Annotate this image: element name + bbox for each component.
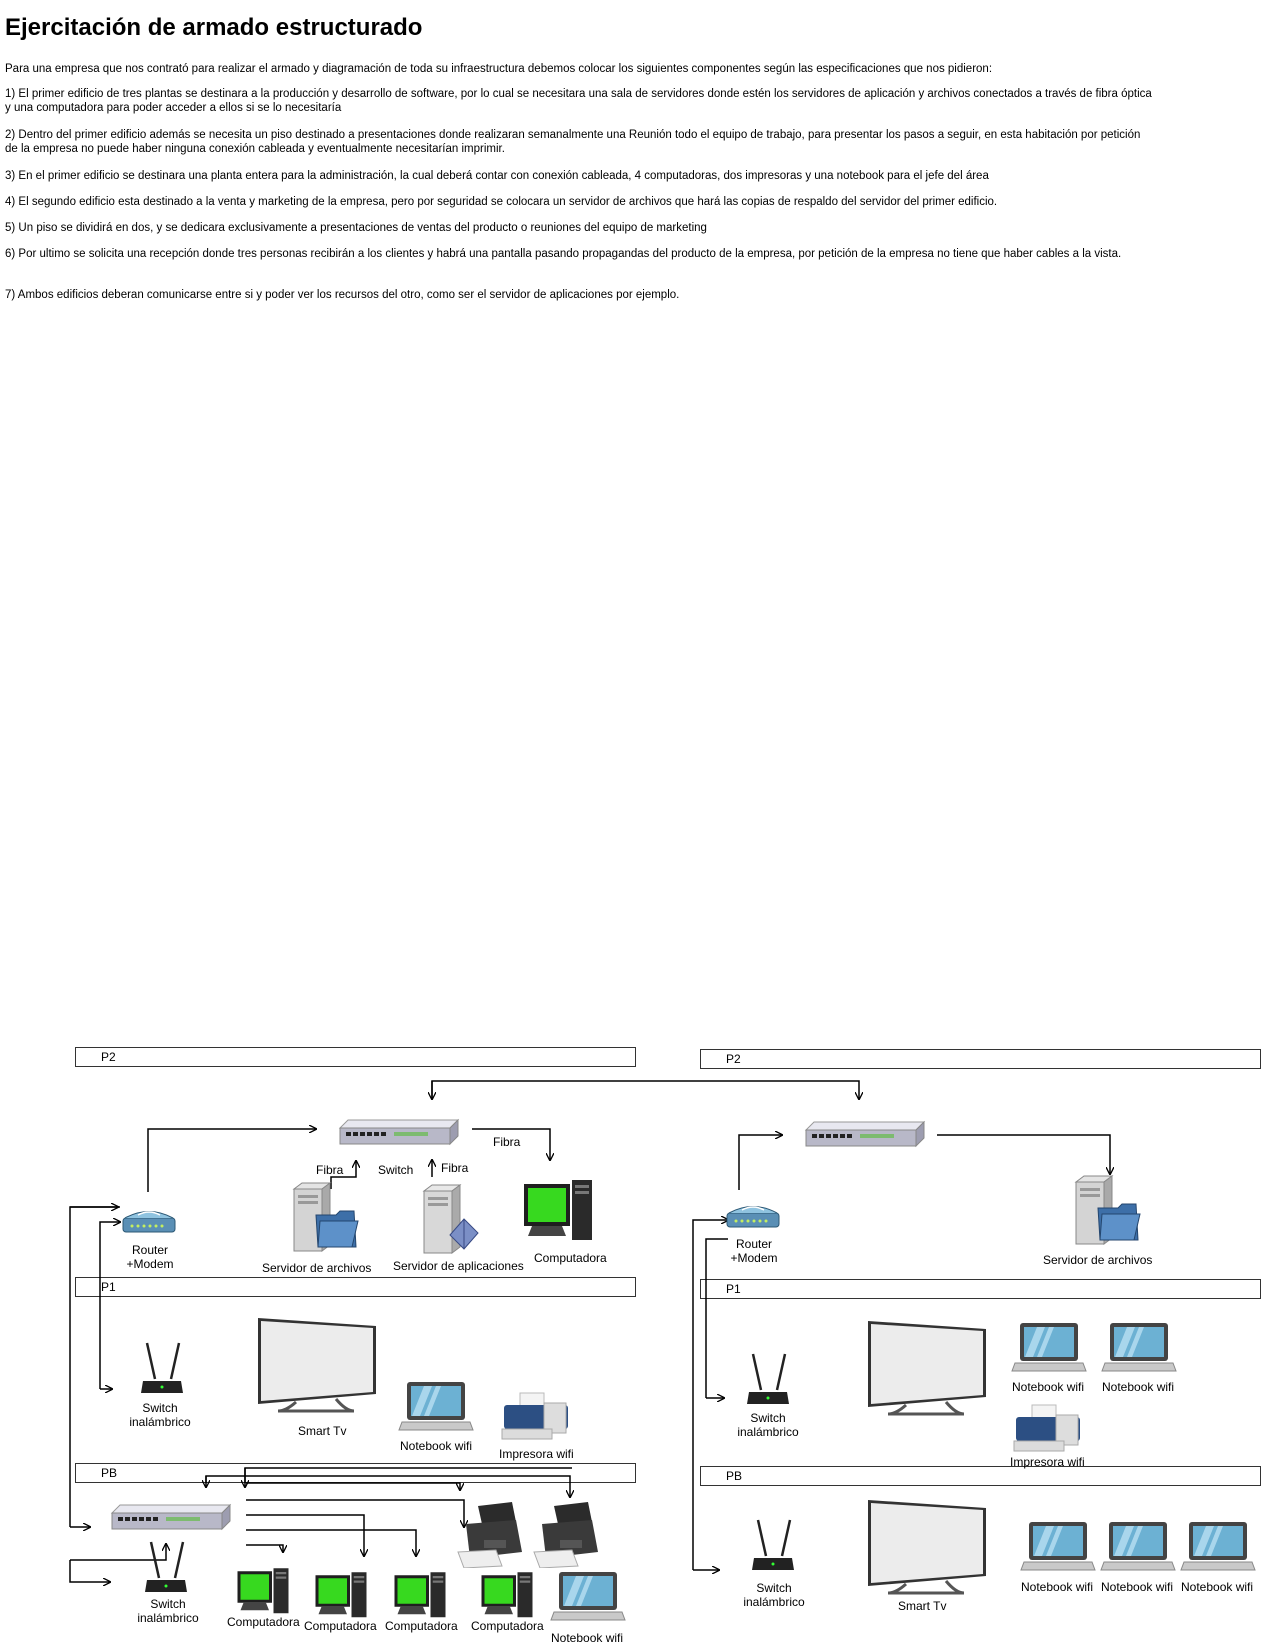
switch-icon <box>804 1120 926 1148</box>
requirement-5: 5) Un piso se dividirá en dos, y se dedi… <box>5 222 707 234</box>
switch-icon <box>110 1503 232 1531</box>
smart-tv-icon <box>868 1500 986 1595</box>
wireless-switch-icon <box>145 1541 187 1592</box>
smart-tv-icon <box>258 1318 376 1413</box>
smart-tv-label: Smart Tv <box>898 1599 947 1613</box>
file-server-icon <box>1074 1175 1141 1245</box>
notebook-label: Notebook wifi <box>1181 1580 1254 1594</box>
computer-label: Computadora <box>304 1619 377 1633</box>
requirement-3: 3) En el primer edificio se destinara un… <box>5 170 989 182</box>
app-server-label: Servidor de aplicaciones <box>393 1259 524 1273</box>
switch-icon <box>338 1118 460 1146</box>
fibra-label: Fibra <box>493 1135 521 1149</box>
printer-icon <box>1013 1404 1080 1452</box>
printer-icon <box>501 1392 568 1440</box>
notebook-label: Notebook wifi <box>1101 1580 1174 1594</box>
building1-floor-p1: P1 <box>75 1277 636 1297</box>
notebook-icon <box>550 1572 626 1621</box>
smart-tv-label: Smart Tv <box>298 1424 347 1438</box>
notebook-icon <box>1180 1522 1256 1571</box>
fibra-label: Fibra <box>441 1161 469 1175</box>
app-server-icon <box>422 1184 479 1254</box>
requirement-4: 4) El segundo edificio esta destinado a … <box>5 196 998 208</box>
computer-label: Computadora <box>471 1619 544 1633</box>
notebook-icon <box>1011 1323 1087 1372</box>
wireless-switch-label: Switch inalámbrico <box>743 1581 805 1609</box>
computer-label: Computadora <box>385 1619 458 1633</box>
notebook-label: Notebook wifi <box>1102 1380 1175 1394</box>
computer-icon <box>237 1568 289 1614</box>
computer-icon <box>394 1572 446 1618</box>
router-label: Router +Modem <box>730 1237 778 1265</box>
wireless-switch-icon <box>747 1353 789 1404</box>
notebook-icon <box>1101 1323 1177 1372</box>
notebook-icon <box>398 1382 474 1431</box>
notebook-label: Notebook wifi <box>551 1631 624 1645</box>
fibra-label: Fibra <box>316 1163 344 1177</box>
computer-icon <box>524 1180 592 1240</box>
building1-floor-p2: P2 <box>75 1047 636 1067</box>
printer-label: Impresora wifi <box>499 1447 574 1461</box>
requirement-6: 6) Por ultimo se solicita una recepción … <box>5 248 1122 260</box>
smart-tv-icon <box>868 1321 986 1416</box>
router-icon <box>726 1206 780 1228</box>
computer-icon <box>481 1572 533 1618</box>
computer-label: Computadora <box>227 1615 300 1629</box>
printer-icon <box>533 1502 598 1568</box>
page-title: Ejercitación de armado estructurado <box>5 14 423 41</box>
switch-label: Switch <box>378 1163 414 1177</box>
notebook-label: Notebook wifi <box>400 1439 473 1453</box>
computer-icon <box>315 1572 367 1618</box>
intro-text: Para una empresa que nos contrató para r… <box>5 63 993 75</box>
printer-icon <box>457 1502 522 1568</box>
building2-floor-pb: PB <box>700 1466 1261 1486</box>
wireless-switch-icon <box>752 1519 794 1570</box>
notebook-icon <box>1100 1522 1176 1571</box>
wireless-switch-label: Switch inalámbrico <box>137 1597 199 1625</box>
router-label: Router +Modem <box>126 1243 174 1271</box>
building2-floor-p2: P2 <box>700 1049 1261 1069</box>
printer-label: Impresora wifi <box>1010 1455 1085 1469</box>
file-server-label: Servidor de archivos <box>1043 1253 1153 1267</box>
router-icon <box>122 1211 176 1233</box>
file-server-icon <box>292 1182 359 1252</box>
notebook-icon <box>1020 1522 1096 1571</box>
requirement-7: 7) Ambos edificios deberan comunicarse e… <box>5 289 680 301</box>
requirement-2: 2) Dentro del primer edificio además se … <box>5 129 1141 155</box>
requirement-1: 1) El primer edificio de tres plantas se… <box>5 88 1152 114</box>
wireless-switch-icon <box>141 1342 183 1393</box>
wireless-switch-label: Switch inalámbrico <box>737 1411 799 1439</box>
wireless-switch-label: Switch inalámbrico <box>129 1401 191 1429</box>
building2-floor-p1: P1 <box>700 1279 1261 1299</box>
computer-label: Computadora <box>534 1251 607 1265</box>
notebook-label: Notebook wifi <box>1021 1580 1094 1594</box>
file-server-label: Servidor de archivos <box>262 1261 372 1275</box>
notebook-label: Notebook wifi <box>1012 1380 1085 1394</box>
